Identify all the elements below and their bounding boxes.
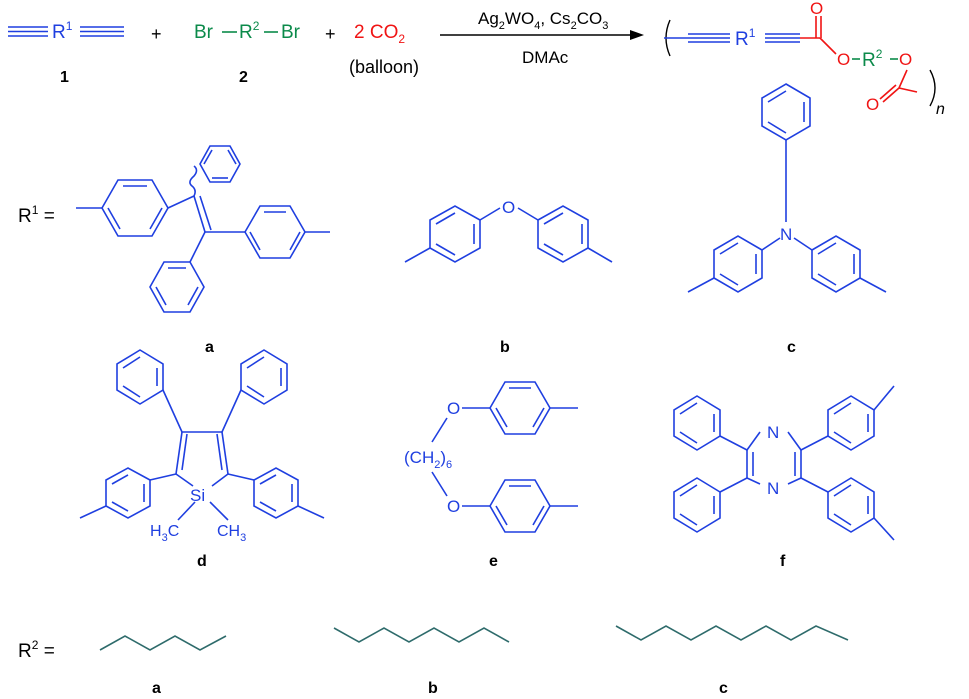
product-polymer: R1 O O R2 O O n — [664, 0, 945, 118]
label-r1-c: c — [787, 339, 796, 356]
r2-definition-label: R2 = — [18, 638, 55, 662]
repeat-n: n — [936, 101, 945, 118]
ester-o-2: O — [899, 50, 912, 69]
o-atom-e2: O — [447, 497, 460, 516]
plus-sign: + — [325, 24, 336, 44]
ester-group — [800, 16, 837, 55]
o-atom-b: O — [502, 198, 515, 217]
triple-bond-right — [80, 26, 124, 37]
reactant-dibromide: Br R2 Br 2 — [194, 19, 301, 86]
label-r2-c: c — [719, 680, 728, 697]
structure-r1-b — [404, 205, 613, 263]
carbonyl-o: O — [810, 0, 823, 18]
condition-solvent: DMAc — [522, 48, 569, 67]
triple-bond-left — [8, 26, 48, 37]
chain-e: (CH2)6 — [404, 448, 452, 471]
label-r1-f: f — [780, 553, 786, 570]
product-triple-bond-1 — [688, 33, 730, 43]
structure-r2-b-octyl — [333, 627, 510, 643]
structure-r1-a — [76, 145, 330, 313]
n-atom-c: N — [780, 225, 792, 244]
label-r1-d: d — [197, 553, 207, 570]
reaction-arrow: Ag2WO4, Cs2CO3 DMAc — [440, 9, 644, 67]
structure-r1-d — [79, 349, 325, 521]
structure-r1-c — [687, 83, 887, 293]
co2-text: 2 CO2 — [354, 22, 405, 46]
product-r1: R1 — [735, 26, 756, 50]
reactant-diyne: R1 1 — [8, 19, 124, 86]
n-atom-f1: N — [767, 423, 779, 442]
br-right: Br — [281, 22, 301, 43]
compound-label-1: 1 — [60, 69, 69, 86]
si-atom-d: Si — [190, 486, 205, 505]
structure-r2-c-decyl — [615, 625, 849, 641]
label-r1-a: a — [205, 339, 214, 356]
r1-symbol: R1 — [52, 19, 73, 43]
methyl-left-d: H3C — [150, 523, 179, 544]
condition-reagents: Ag2WO4, Cs2CO3 — [478, 9, 608, 32]
structure-r1-e — [431, 381, 578, 533]
n-atom-f2: N — [767, 479, 779, 498]
label-r1-e: e — [489, 553, 498, 570]
balloon-text: (balloon) — [349, 57, 419, 77]
ester-o: O — [837, 50, 850, 69]
label-r1-b: b — [500, 339, 510, 356]
structure-r2-a-hexyl — [99, 635, 227, 651]
bracket-right — [929, 69, 936, 107]
label-r2-a: a — [152, 680, 161, 697]
structure-r1-f — [673, 385, 895, 541]
o-atom-e1: O — [447, 399, 460, 418]
methyl-right-d: CH3 — [217, 523, 246, 544]
product-r2: R2 — [862, 47, 883, 71]
label-r2-b: b — [428, 680, 438, 697]
r1-definition-label: R1 = — [18, 203, 55, 227]
reactant-co2: 2 CO2 (balloon) — [349, 22, 419, 77]
carbonyl-o-2: O — [866, 95, 879, 114]
plus-sign: + — [151, 24, 162, 44]
carbonate-tail — [879, 69, 918, 103]
product-triple-bond-2 — [765, 33, 800, 43]
r2-symbol: R2 — [239, 19, 260, 43]
compound-label-2: 2 — [239, 69, 248, 86]
br-left: Br — [194, 22, 214, 43]
